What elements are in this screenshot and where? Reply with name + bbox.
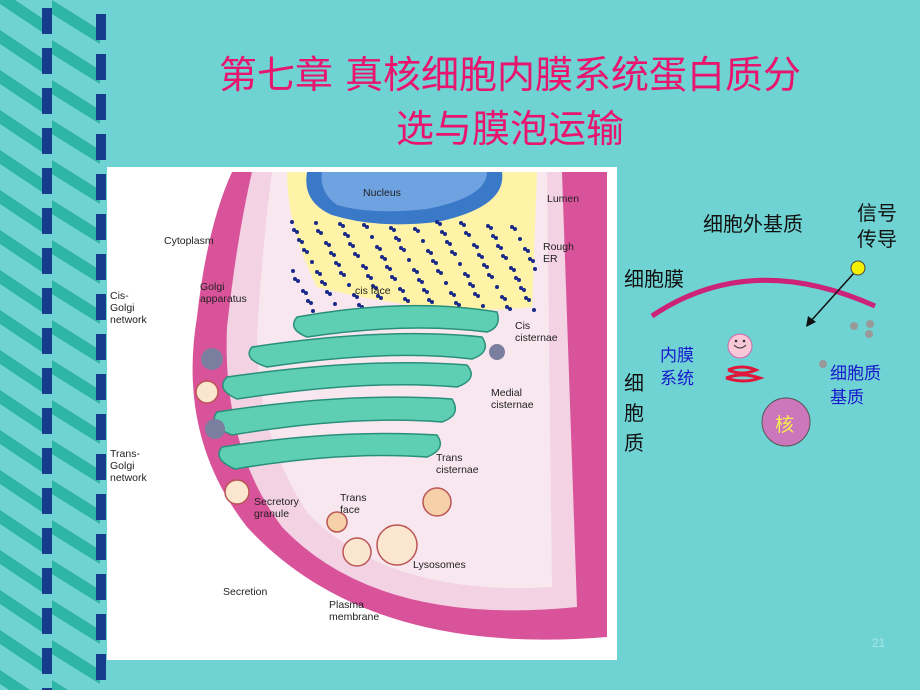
label-signal-1: 信号: [857, 201, 897, 225]
label-endo-2: 系统: [660, 369, 694, 389]
label-cytosol: 细胞质 基质: [830, 362, 881, 410]
label-endo-1: 内膜: [660, 346, 694, 366]
label-medial-1: Medial: [491, 387, 522, 399]
label-endomembrane: 内膜 系统: [660, 345, 694, 391]
label-cis-golgi-2: Golgi: [110, 302, 135, 314]
label-extracellular-matrix: 细胞外基质: [703, 212, 803, 236]
arrow-head: [806, 316, 816, 327]
label-secretion: Secretion: [223, 586, 268, 598]
signal-ball: [850, 260, 866, 276]
label-cis-golgi-1: Cis-: [110, 290, 129, 302]
label-cell-membrane: 细胞膜: [624, 267, 684, 291]
label-trans-golgi-1: Trans-: [110, 448, 140, 460]
signal-arrow: [809, 272, 855, 323]
label-cis-cisternae-2: cisternae: [515, 332, 558, 344]
label-nucleus-zh: 核: [775, 414, 795, 436]
smiley-vesicle: [727, 333, 753, 359]
label-apparatus: apparatus: [200, 293, 247, 305]
label-trans-face-2: face: [340, 504, 360, 516]
label-cyto-2: 胞: [624, 401, 644, 425]
label-cyto-1: 细: [624, 371, 644, 395]
label-cis-face: cis face: [355, 285, 391, 297]
dot-1: [850, 322, 858, 330]
label-er: ER: [543, 253, 558, 265]
golgi-illustration: [192, 172, 608, 640]
label-signal: 信号 传导: [857, 200, 897, 252]
label-medial-2: cisternae: [491, 399, 534, 411]
label-trans-golgi-2: Golgi: [110, 460, 135, 472]
decorative-stripe: [0, 0, 110, 690]
dot-4: [819, 360, 827, 368]
label-golgi: Golgi: [200, 281, 225, 293]
dot-2: [866, 320, 874, 328]
label-plasma-1: Plasma: [329, 599, 365, 611]
endomembrane-squiggle: [727, 365, 760, 375]
label-secretory-1: Secretory: [254, 496, 299, 508]
label-nucleus: Nucleus: [363, 187, 401, 199]
label-trans-cisternae-2: cisternae: [436, 464, 479, 476]
label-cis-cisternae-1: Cis: [515, 320, 531, 332]
cell-membrane-curve: [650, 277, 877, 319]
label-lysosomes: Lysosomes: [413, 559, 466, 571]
label-trans-cisternae-1: Trans: [436, 452, 463, 464]
nucleus-circle: [761, 397, 811, 447]
title-line-1: 第七章 真核细胞内膜系统蛋白质分: [218, 53, 802, 97]
label-cytoplasm: Cytoplasm: [164, 235, 214, 247]
label-signal-2: 传导: [857, 227, 897, 251]
label-cis-golgi-3: network: [110, 314, 147, 326]
dot-3: [865, 330, 873, 338]
page-number: 21: [872, 636, 886, 650]
cell-schematic: [650, 260, 877, 447]
label-trans-face-1: Trans: [340, 492, 367, 504]
label-secretory-2: granule: [254, 508, 290, 520]
label-cytosol-2: 基质: [830, 388, 864, 408]
slide-title: 第七章 真核细胞内膜系统蛋白质分 选与膜泡运输: [120, 48, 900, 156]
golgi-figure: Nucleus Lumen Cytoplasm Rough ER Golgi a…: [107, 167, 617, 660]
label-cytoplasm-vertical: 细 胞 质: [624, 368, 644, 458]
label-cytosol-1: 细胞质: [830, 364, 881, 384]
label-trans-golgi-3: network: [110, 472, 147, 484]
label-cyto-3: 质: [624, 431, 644, 455]
label-rough: Rough: [543, 241, 574, 253]
label-lumen: Lumen: [547, 193, 580, 205]
label-plasma-2: membrane: [329, 611, 380, 623]
title-line-2: 选与膜泡运输: [395, 107, 624, 151]
